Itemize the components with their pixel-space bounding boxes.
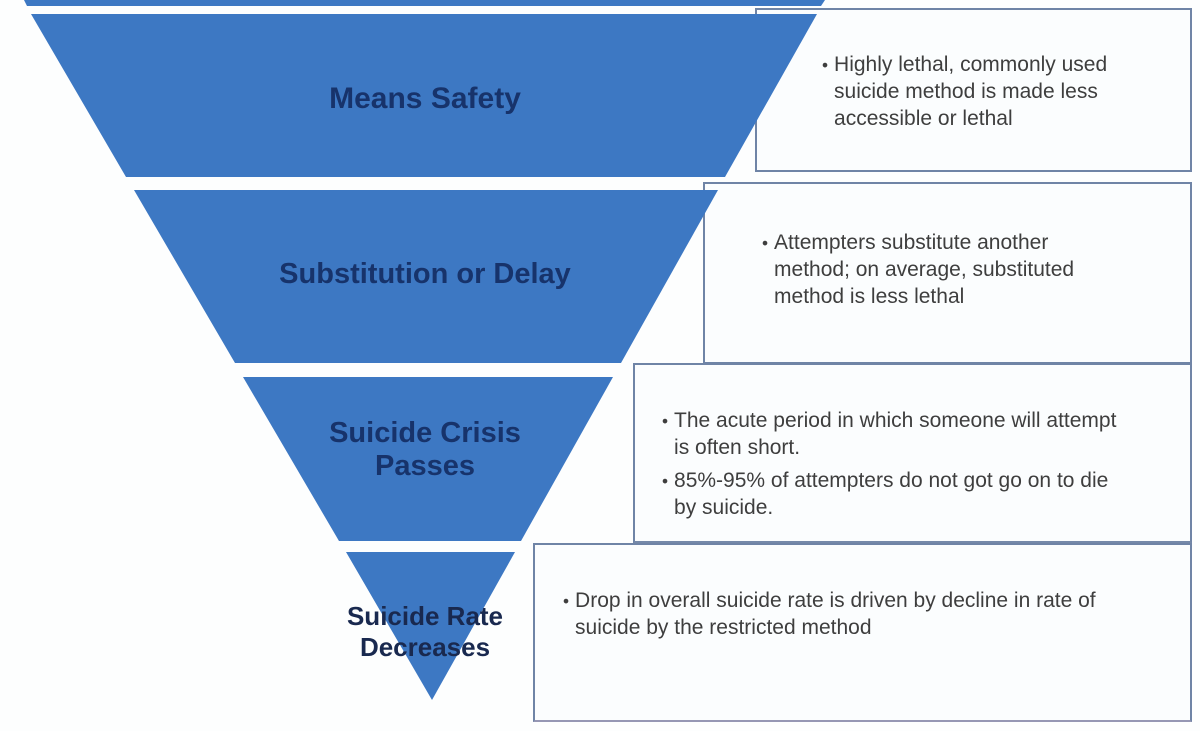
bullet-item: • 85%-95% of attempters do not got go on… (662, 468, 1117, 522)
bullet-text: Attempters substitute another method; on… (774, 231, 1075, 308)
funnel-level-4-label: Suicide Rate Decreases (346, 601, 504, 663)
callout-box-1 (755, 8, 1192, 172)
callout-2-text: • Attempters substitute another method; … (762, 230, 1097, 311)
callout-box-3 (633, 363, 1192, 543)
bullet-icon: • (662, 470, 669, 491)
funnel-level-1-label: Means Safety (329, 82, 521, 115)
callout-box-2 (703, 182, 1192, 364)
bullet-item: • The acute period in which someone will… (662, 408, 1117, 462)
callout-3-text: • The acute period in which someone will… (662, 408, 1117, 522)
bullet-item: • Drop in overall suicide rate is driven… (563, 588, 1153, 642)
bullet-text: Drop in overall suicide rate is driven b… (575, 589, 1096, 639)
bullet-icon: • (822, 55, 829, 75)
callout-4-text: • Drop in overall suicide rate is driven… (563, 588, 1153, 642)
funnel-level-2-label: Substitution or Delay (279, 258, 571, 290)
callout-1-text: • Highly lethal, commonly used suicide m… (822, 52, 1127, 133)
bullet-icon: • (762, 233, 769, 253)
bullet-item: • Attempters substitute another method; … (762, 230, 1097, 311)
callout-box-4 (533, 543, 1192, 722)
bullet-icon: • (662, 411, 669, 431)
bullet-icon: • (563, 591, 570, 611)
bullet-item: • Highly lethal, commonly used suicide m… (822, 52, 1127, 133)
bullet-text: The acute period in which someone will a… (674, 409, 1117, 459)
bullet-text: 85%-95% of attempters do not got go on t… (674, 468, 1109, 519)
funnel-top-band (24, 0, 825, 6)
funnel-level-3-label: Suicide Crisis Passes (329, 417, 521, 483)
bullet-text: Highly lethal, commonly used suicide met… (834, 53, 1108, 130)
